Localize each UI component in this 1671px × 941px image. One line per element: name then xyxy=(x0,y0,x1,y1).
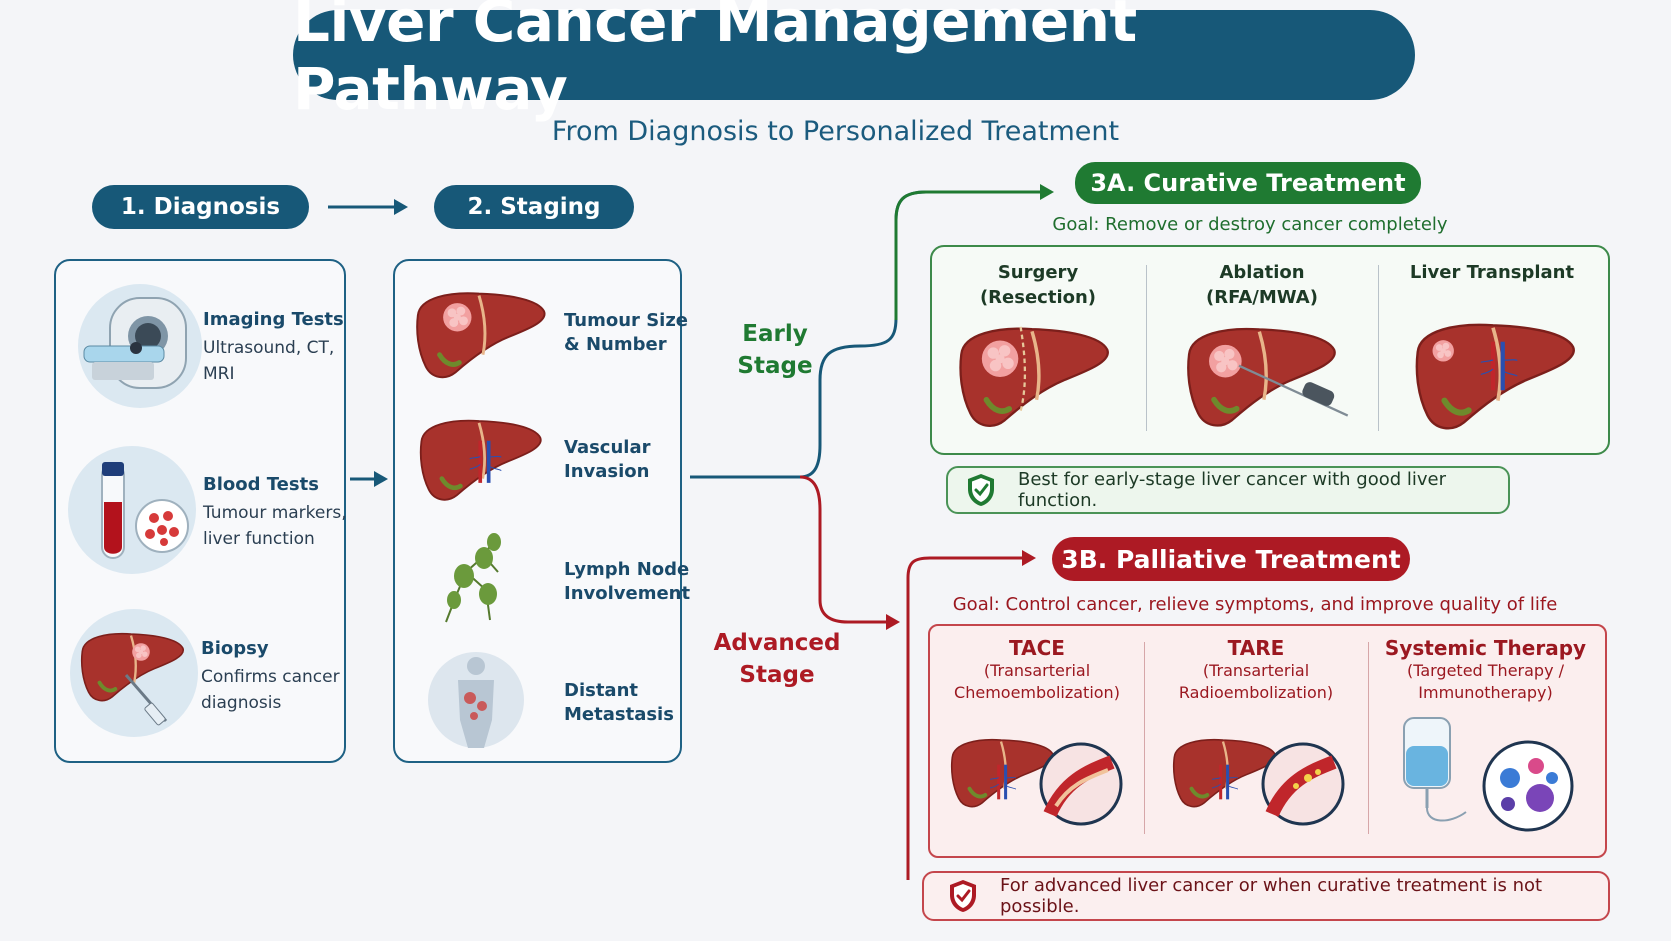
transplant-liver-icon xyxy=(1408,296,1578,440)
palliative-goal: Goal: Control cancer, relieve symptoms, … xyxy=(930,594,1580,615)
early-stage-line: Early xyxy=(720,318,830,350)
option-line: Ablation xyxy=(1146,260,1378,285)
palliative-note: For advanced liver cancer or when curati… xyxy=(922,871,1610,921)
option-line: (Transarterial xyxy=(930,660,1144,682)
tace-liver-icon xyxy=(946,722,1131,844)
option-title: Systemic Therapy xyxy=(1368,636,1603,660)
immune-cells-icon xyxy=(1480,738,1576,838)
advanced-stage-line: Advanced xyxy=(712,627,842,659)
palliative-note-text: For advanced liver cancer or when curati… xyxy=(1000,875,1608,917)
option-line: (Transarterial xyxy=(1144,660,1368,682)
column-divider xyxy=(1378,265,1379,431)
curative-goal: Goal: Remove or destroy cancer completel… xyxy=(930,214,1570,235)
option-line: Radioembolization) xyxy=(1144,682,1368,704)
ablation-liver-icon xyxy=(1180,320,1350,438)
shield-check-icon xyxy=(966,473,996,507)
palliative-option-tace: TACE (Transarterial Chemoembolization) xyxy=(930,636,1144,704)
option-line: Liver Transplant xyxy=(1378,260,1606,285)
option-line: (RFA/MWA) xyxy=(1146,285,1378,310)
option-title: TARE xyxy=(1144,636,1368,660)
curative-option-title: Liver Transplant xyxy=(1378,260,1606,285)
curative-note-text: Best for early-stage liver cancer with g… xyxy=(1018,469,1508,511)
option-line: Immunotherapy) xyxy=(1368,682,1603,704)
early-stage-line: Stage xyxy=(720,350,830,382)
advanced-stage-label: Advanced Stage xyxy=(712,627,842,691)
option-line: Chemoembolization) xyxy=(930,682,1144,704)
curative-note: Best for early-stage liver cancer with g… xyxy=(946,466,1510,514)
early-stage-label: Early Stage xyxy=(720,318,830,382)
option-line: (Resection) xyxy=(930,285,1146,310)
tare-liver-icon xyxy=(1168,722,1353,844)
advanced-stage-line: Stage xyxy=(712,659,842,691)
option-title: TACE xyxy=(930,636,1144,660)
palliative-option-tare: TARE (Transarterial Radioembolization) xyxy=(1144,636,1368,704)
curative-option-title: Ablation (RFA/MWA) xyxy=(1146,260,1378,310)
option-line: (Targeted Therapy / xyxy=(1368,660,1603,682)
palliative-title-pill: 3B. Palliative Treatment xyxy=(1052,537,1410,581)
surgery-liver-icon xyxy=(952,320,1112,438)
iv-bag-icon xyxy=(1396,712,1476,836)
curative-option-title: Surgery (Resection) xyxy=(930,260,1146,310)
shield-icon xyxy=(948,879,978,913)
palliative-option-systemic: Systemic Therapy (Targeted Therapy / Imm… xyxy=(1368,636,1603,704)
curative-title-pill: 3A. Curative Treatment xyxy=(1075,162,1421,204)
option-line: Surgery xyxy=(930,260,1146,285)
